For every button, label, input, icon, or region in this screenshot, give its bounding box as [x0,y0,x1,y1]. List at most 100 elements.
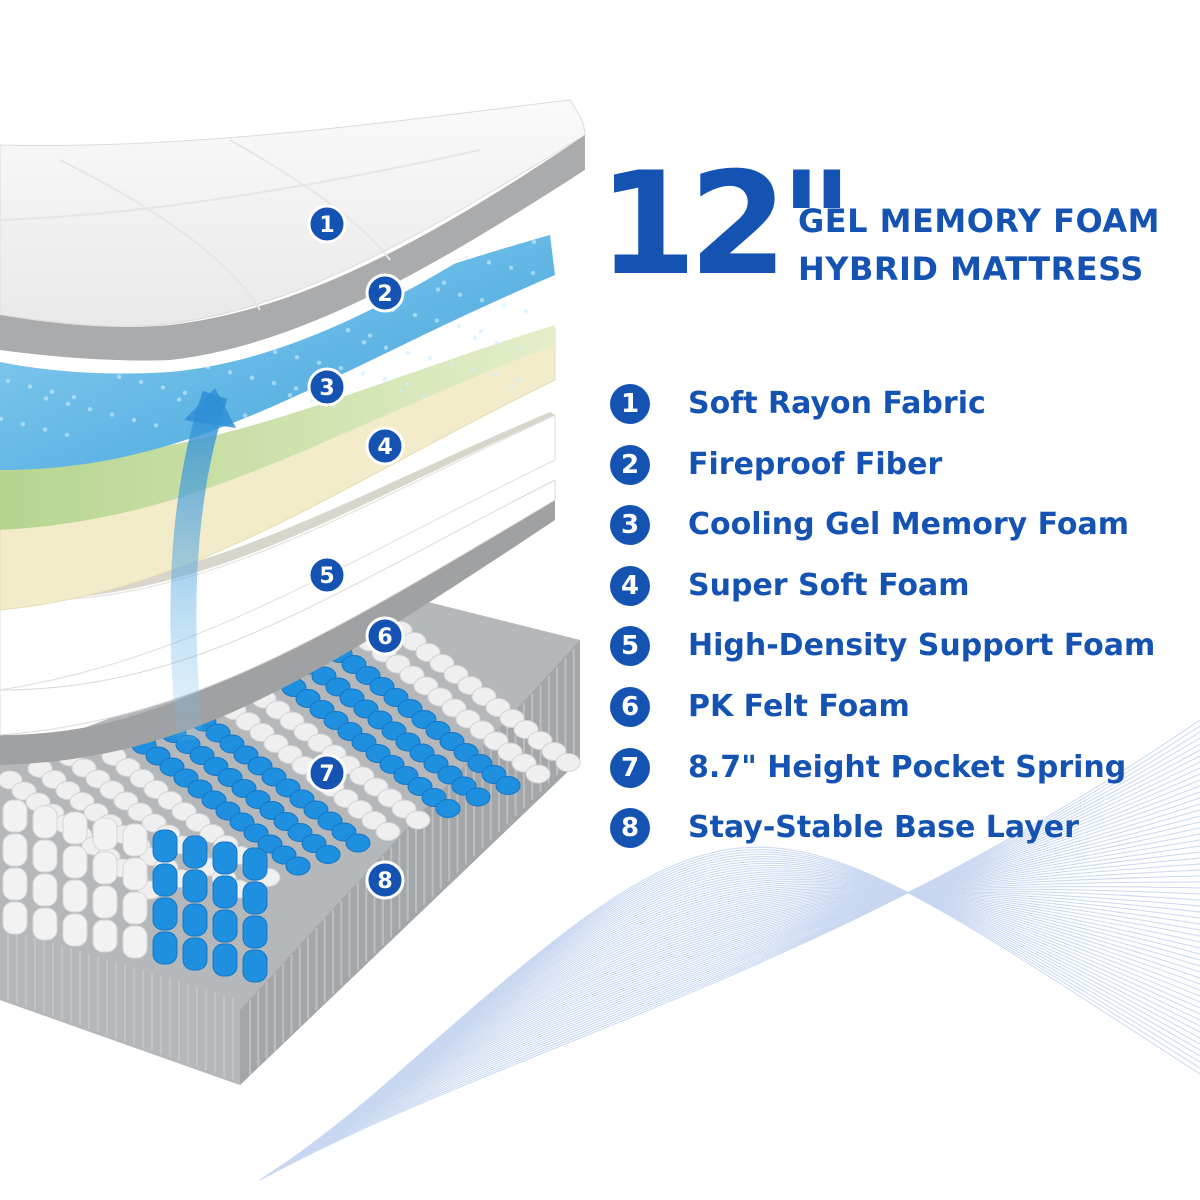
marker-6-text: 6 [377,625,392,650]
gel-dot [242,413,248,418]
top-fabric-layer [0,99,586,374]
wave-line [260,725,1200,1180]
spring-coil [122,925,148,959]
wave-line [296,891,1200,1156]
spring-top [375,822,401,841]
legend-number-badge: 4 [610,565,650,606]
wave-line [313,877,1200,1145]
legend-label: 8.7" Height Pocket Spring [688,749,1127,785]
wave-line [305,888,1200,1150]
spring-top [495,776,521,795]
gel-dot [449,361,455,366]
wave-line [289,869,1200,1161]
wave-line [319,867,1200,1141]
spring-top [525,764,551,784]
gel-dot [486,260,492,265]
wave-line [325,856,1200,1137]
gel-dot [272,349,278,355]
spring-top [465,787,491,807]
legend-label: Super Soft Foam [688,567,970,603]
wave-line [310,882,1200,1147]
gel-dot [227,370,233,375]
wave-line [306,886,1200,1150]
wave-line [284,845,1200,1164]
gel-dot [271,380,277,386]
spring-top [285,856,311,876]
gel-dot [49,389,55,394]
wave-line [307,885,1200,1149]
gel-dot [5,378,11,384]
wave-line [311,880,1200,1146]
spring-coil [152,897,178,931]
marker-1-text: 1 [319,213,334,238]
layer-markers: 1 2 3 4 5 6 7 8 [307,204,405,900]
gel-dot [293,386,299,391]
gel-dot [456,323,462,329]
gel-dot [294,355,300,360]
gel-dot [523,308,529,314]
gel-dot [501,303,507,308]
gel-dot [64,432,70,438]
spring-coil [182,937,208,971]
legend-item: 4 Super Soft Foam [608,562,1188,623]
gel-dot [316,360,322,365]
marker-8-text: 8 [377,869,392,894]
gel-dot [530,270,536,276]
legend-number-badge: 7 [610,747,650,788]
heading-line-2: HYBRID MATTRESS [798,250,1144,288]
wave-line [324,858,1200,1138]
wave-line [328,851,1200,1135]
gel-dot [516,346,522,351]
legend-item: 1 Soft Rayon Fabric [608,380,1188,441]
spring-coil [152,931,178,965]
legend-number-badge: 8 [610,808,650,849]
spring-coil [182,835,208,869]
spring-coil [32,839,58,873]
spring-coil [92,885,118,919]
wave-line [266,755,1200,1176]
spring-coil [92,919,118,953]
airflow-arrow [170,388,236,742]
foam-layer-green [0,325,555,530]
legend-number-badge: 6 [610,686,650,727]
wave-line [299,891,1200,1154]
spring-coil [62,879,88,913]
legend-number-badge: 3 [610,505,650,546]
gel-dot [367,333,373,338]
gel-dot [360,371,366,376]
wave-line [278,815,1200,1168]
gel-dot [160,385,166,390]
spring-coil [152,863,178,897]
spring-coil [32,805,58,839]
wave-line [318,869,1200,1142]
gel-dot [338,365,344,371]
gel-dot [153,423,159,428]
legend-label: High-Density Support Foam [688,628,1156,664]
wave-line [280,821,1200,1167]
wave-line [323,860,1200,1138]
spring-coil [2,799,28,833]
legend-label: Soft Rayon Fabric [688,386,986,421]
gel-dot [405,350,411,356]
spring-coil [212,909,238,943]
wave-line [308,883,1200,1148]
legend-number-badge: 5 [610,626,650,667]
gel-dot [287,393,293,398]
legend-item: 8 Stay-Stable Base Layer [608,804,1188,865]
legend-item: 2 Fireproof Fiber [608,441,1188,502]
wave-line [287,857,1200,1163]
wave-line [259,719,1200,1181]
gel-dot [176,397,182,402]
marker-7-text: 7 [319,762,334,787]
spring-coil [122,891,148,925]
legend-label: PK Felt Foam [688,688,910,724]
wave-line [265,749,1200,1177]
gel-dot [515,377,521,383]
wave-line [286,851,1200,1163]
spring-coil [242,915,268,949]
spring-coil [122,857,148,891]
gel-dot [138,379,144,385]
legend-label: Fireproof Fiber [688,446,943,482]
gel-dot [182,390,188,395]
spring-coil [182,903,208,937]
